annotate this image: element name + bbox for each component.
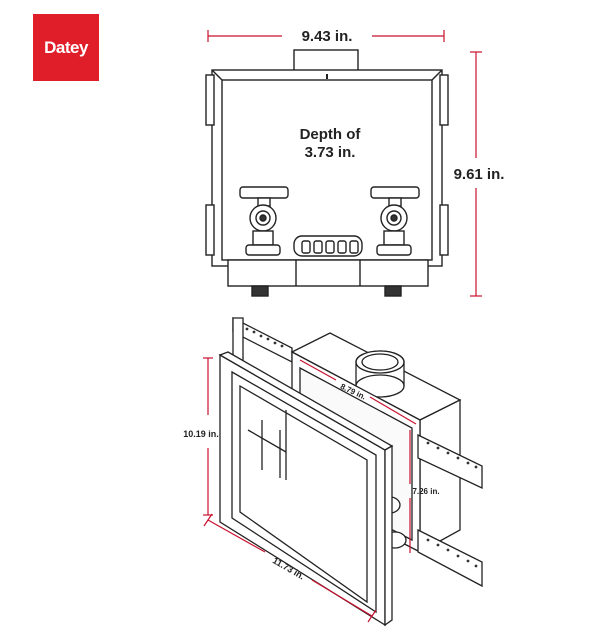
iso-width-dimension bbox=[203, 513, 377, 623]
iso-box-height-label: 7.26 in. bbox=[412, 487, 439, 496]
height-dimension bbox=[470, 51, 482, 297]
datey-logo: Datey bbox=[33, 14, 99, 81]
right-valve-icon bbox=[370, 186, 420, 256]
width-label: 9.43 in. bbox=[302, 28, 353, 45]
left-valve-icon bbox=[239, 186, 289, 256]
width-dimension bbox=[207, 30, 445, 42]
iso-height-label: 10.19 in. bbox=[183, 429, 219, 439]
iso-depth-dimension bbox=[299, 359, 417, 425]
depth-label-line1: Depth of bbox=[300, 126, 362, 143]
logo-text: Datey bbox=[44, 37, 88, 57]
depth-label-line2: 3.73 in. bbox=[305, 144, 356, 161]
front-view bbox=[205, 49, 449, 297]
drain-icon bbox=[293, 235, 363, 257]
height-label: 9.61 in. bbox=[454, 166, 505, 183]
isometric-view bbox=[218, 316, 483, 627]
